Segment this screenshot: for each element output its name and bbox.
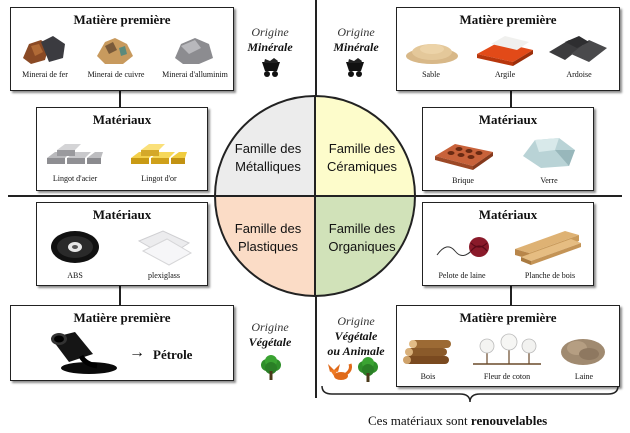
caption: Minerai de cuivre bbox=[87, 70, 145, 79]
caption: plexiglass bbox=[148, 271, 180, 280]
abs-filament-image bbox=[51, 231, 99, 263]
box-title: Matière première bbox=[73, 310, 171, 325]
aluminium-ore-image bbox=[175, 38, 213, 64]
connector-bl bbox=[119, 285, 121, 305]
origin-kind: Végétale bbox=[334, 329, 378, 343]
tr-raw-material-box: Matière première Sable Argile Ardoise bbox=[396, 7, 620, 91]
oil-barrel-image bbox=[51, 332, 117, 374]
box-title: Matière première bbox=[459, 310, 557, 325]
wood-plank-image bbox=[515, 231, 581, 265]
families-circle bbox=[214, 95, 416, 297]
tl-raw-material-box: Matière première Minerai de fer Minerai … bbox=[10, 7, 234, 91]
caption: Ardoise bbox=[566, 70, 592, 79]
box-title: Matériaux bbox=[478, 112, 538, 127]
glass-image bbox=[523, 138, 575, 168]
origin-label: Origine bbox=[251, 25, 289, 39]
fox-icon bbox=[328, 363, 352, 380]
box-title: Matière première bbox=[459, 12, 557, 27]
arrow: → bbox=[129, 344, 145, 361]
copper-ore-image bbox=[97, 38, 133, 64]
origin-vegetale-animale: Origine Végétale ou Animale bbox=[320, 314, 392, 359]
caption: Planche de bois bbox=[524, 271, 576, 280]
box-title: Matériaux bbox=[478, 207, 538, 222]
caption: Laine bbox=[574, 372, 594, 381]
origin-label: Origine bbox=[337, 25, 375, 39]
tree-icon bbox=[358, 357, 378, 382]
clay-image bbox=[477, 36, 533, 66]
gold-ingot-image bbox=[131, 144, 187, 164]
bl-materials-box: Matériaux ABS plexiglass bbox=[36, 202, 208, 286]
caption: Brique bbox=[452, 176, 474, 185]
connector-br bbox=[510, 285, 512, 305]
renewable-brace bbox=[321, 385, 619, 403]
firewood-image bbox=[403, 340, 451, 364]
box-title: Matériaux bbox=[92, 112, 152, 127]
caption: Fleur de coton bbox=[483, 372, 531, 381]
bl-raw-material-box: Matière première → Pétrole bbox=[10, 305, 234, 381]
origin-minerale-right: Origine Minérale bbox=[326, 25, 386, 55]
caption: Pelote de laine bbox=[438, 271, 486, 280]
origin-label: Origine bbox=[251, 320, 289, 334]
origin-kind: Végétale bbox=[248, 335, 292, 349]
origin-kind: Minérale bbox=[333, 40, 379, 54]
box-title: Matière première bbox=[73, 12, 171, 27]
slate-image bbox=[549, 36, 607, 62]
caption: Minerai d'alluminim bbox=[162, 70, 228, 79]
caption: Verre bbox=[540, 176, 558, 185]
caption: Minerai de fer bbox=[22, 70, 68, 79]
origin-label: Origine bbox=[337, 314, 375, 328]
footer-emphasis: renouvelables bbox=[470, 413, 548, 428]
caption: Lingot d'or bbox=[141, 174, 177, 183]
plexiglass-image bbox=[137, 230, 193, 266]
mine-cart-icon bbox=[346, 58, 364, 77]
connector-tl bbox=[119, 90, 121, 107]
petrole-label: Pétrole bbox=[153, 347, 193, 362]
cotton-flower-image bbox=[473, 333, 541, 365]
caption: Argile bbox=[494, 70, 516, 79]
origin-minerale-left: Origine Minérale bbox=[240, 25, 300, 55]
br-raw-material-box: Matière première Bois Fleur de coton Lai… bbox=[396, 305, 620, 387]
iron-ore-image bbox=[23, 36, 65, 64]
mine-cart-icon bbox=[262, 58, 280, 77]
caption: Bois bbox=[420, 372, 436, 381]
br-materials-box: Matériaux Pelote de laine Planche de boi… bbox=[422, 202, 594, 286]
box-title: Matériaux bbox=[92, 207, 152, 222]
brick-image bbox=[435, 144, 493, 170]
caption: Sable bbox=[422, 70, 440, 79]
tree-icon bbox=[261, 355, 281, 380]
tl-materials-box: Matériaux Lingot d'acier Lingot d'or bbox=[36, 107, 208, 191]
steel-ingot-image bbox=[47, 144, 103, 164]
tr-materials-box: Matériaux Brique Verre bbox=[422, 107, 594, 191]
caption: Lingot d'acier bbox=[52, 174, 98, 183]
footer-prefix: Ces matériaux sont bbox=[368, 413, 468, 428]
wool-image bbox=[561, 339, 605, 365]
sand-image bbox=[406, 44, 458, 64]
yarn-ball-image bbox=[436, 237, 489, 257]
origin-kind-2: ou Animale bbox=[327, 344, 385, 358]
origin-vegetale-left: Origine Végétale bbox=[240, 320, 300, 350]
connector-tr bbox=[510, 90, 512, 107]
origin-kind: Minérale bbox=[247, 40, 293, 54]
footer-text: Ces matériaux sont renouvelables bbox=[368, 413, 547, 429]
caption: ABS bbox=[67, 271, 83, 280]
